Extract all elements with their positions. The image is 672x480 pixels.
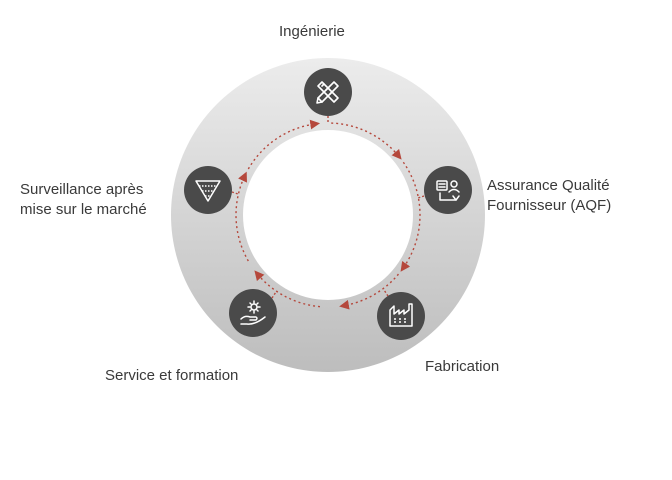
node-service-training[interactable]	[229, 289, 277, 337]
label-engineering: Ingénierie	[279, 23, 345, 40]
node-manufacturing[interactable]	[377, 292, 425, 340]
funnel-icon	[195, 180, 221, 202]
cycle-arrows	[235, 119, 421, 310]
node-supplier-quality[interactable]	[424, 166, 472, 214]
node-connector	[383, 289, 389, 297]
label-service-training: Service et formation	[105, 367, 239, 384]
node-connector	[417, 195, 425, 199]
cycle-arrow-segment	[254, 270, 321, 308]
supplier-quality-icon	[436, 180, 460, 201]
node-connectors	[231, 116, 425, 299]
factory-icon	[389, 303, 413, 327]
label-post-market-surveillance: Surveillance après mise sur le marché	[20, 181, 147, 218]
label-supplier-quality: Assurance Qualité Fournisseur (AQF)	[487, 177, 612, 214]
node-post-market-surveillance[interactable]	[184, 166, 232, 214]
label-manufacturing: Fabrication	[425, 358, 500, 375]
hand-gear-icon	[240, 300, 266, 325]
pencil-ruler-cross-icon	[316, 81, 339, 104]
node-connector	[231, 191, 239, 195]
cycle-arrow-segment	[400, 161, 421, 272]
cycle-arrow-segment	[247, 119, 321, 170]
node-engineering[interactable]	[304, 68, 352, 116]
cycle-arrow-segment	[339, 273, 400, 310]
node-connector	[271, 291, 277, 299]
